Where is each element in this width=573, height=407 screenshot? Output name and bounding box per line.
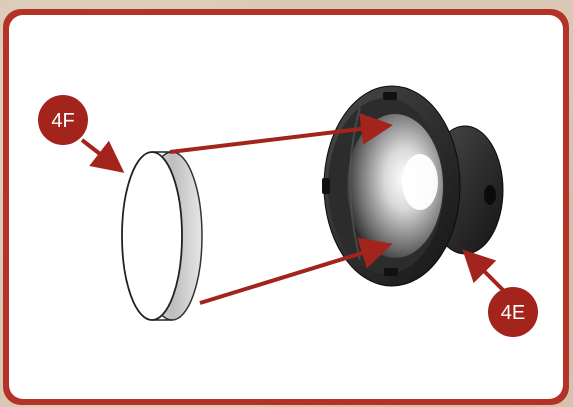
part-4f-ring <box>122 152 202 320</box>
callout-4f: 4F <box>38 95 88 145</box>
callout-4f-label: 4F <box>51 110 74 132</box>
callout-4e: 4E <box>488 287 538 337</box>
callout-4e-label: 4E <box>501 302 525 324</box>
